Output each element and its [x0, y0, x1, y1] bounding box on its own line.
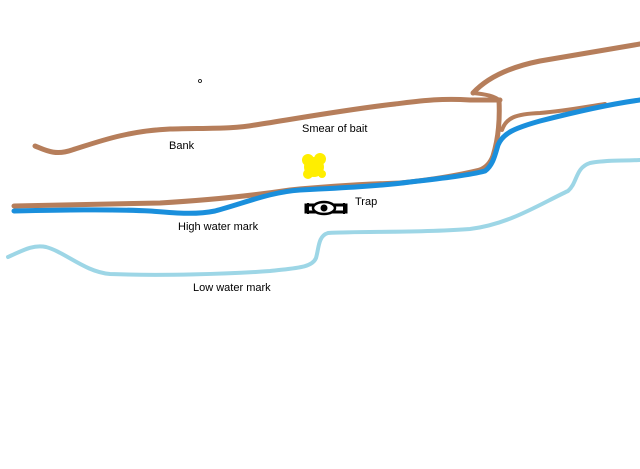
bait-blob: [302, 153, 326, 179]
speck: [198, 79, 202, 83]
trap-label: Trap: [355, 196, 378, 208]
bait-label: Smear of bait: [302, 123, 368, 135]
trap-icon: [304, 200, 348, 216]
low-water-label: Low water mark: [193, 282, 271, 294]
bank-label: Bank: [169, 140, 195, 152]
bank-right-ledge: [500, 102, 607, 132]
upper-bank-line: [32, 96, 503, 155]
upper-bank-right: [470, 41, 640, 96]
low-water-line: [6, 158, 640, 277]
high-water-line: [11, 97, 640, 216]
high-water-label: High water mark: [178, 221, 259, 233]
bank-step: [477, 97, 502, 173]
